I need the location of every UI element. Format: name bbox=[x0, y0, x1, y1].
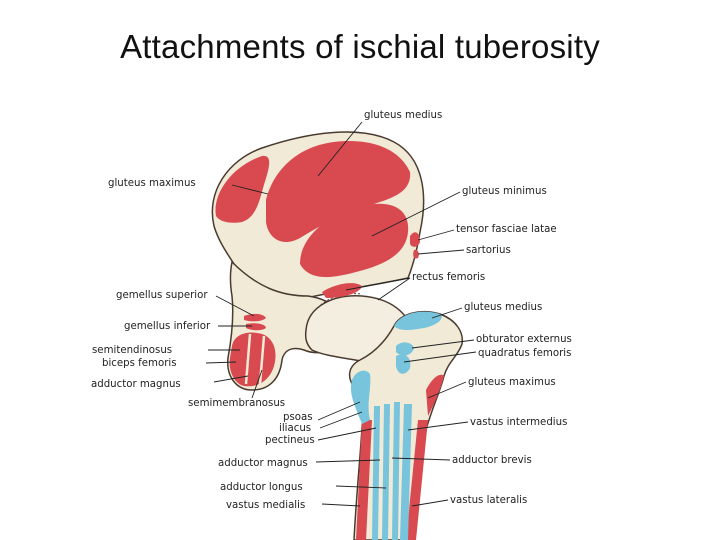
leader-vastus-medialis bbox=[321, 503, 361, 507]
gluteus-medius-insertion bbox=[394, 311, 442, 330]
label-quadratus-femoris: quadratus femoris bbox=[478, 348, 571, 359]
leader-gluteus-medius-2 bbox=[431, 307, 463, 319]
label-gluteus-medius-2: gluteus medius bbox=[464, 302, 542, 313]
muscle-insertions bbox=[350, 311, 442, 540]
gluteus-minimus-area bbox=[300, 203, 409, 278]
label-tensor-fasciae-latae: tensor fasciae latae bbox=[456, 224, 557, 235]
gemellus-superior-area bbox=[244, 313, 266, 322]
sartorius-area bbox=[413, 249, 419, 259]
label-vastus-intermedius: vastus intermedius bbox=[470, 417, 567, 428]
gluteus-maximus-area bbox=[215, 155, 270, 223]
vastus-intermedius-insertion bbox=[400, 404, 412, 540]
leader-gluteus-maximus-2 bbox=[427, 381, 467, 399]
label-psoas: psoas bbox=[283, 412, 313, 423]
leader-obturator-externus bbox=[411, 339, 475, 349]
labels-left: gluteus maximus gemellus superior gemell… bbox=[91, 178, 315, 511]
label-biceps-femoris: biceps femoris bbox=[102, 358, 177, 369]
label-pectineus: pectineus bbox=[265, 435, 315, 446]
hamstring-divider-2 bbox=[258, 335, 266, 385]
leader-rectus-femoris-b bbox=[377, 277, 411, 301]
leader-psoas bbox=[317, 401, 361, 421]
leader-iliacus bbox=[319, 411, 363, 429]
leader-pectineus bbox=[317, 427, 377, 441]
leader-semimembranosus bbox=[251, 369, 263, 399]
leader-tensor-fasciae-latae bbox=[417, 229, 455, 241]
leader-gluteus-medius bbox=[317, 121, 363, 177]
label-obturator-externus: obturator externus bbox=[476, 334, 572, 345]
gluteus-medius-area bbox=[266, 141, 411, 243]
label-adductor-magnus-2: adductor magnus bbox=[218, 458, 308, 469]
adductor-insertion-1 bbox=[372, 406, 380, 540]
label-gluteus-maximus: gluteus maximus bbox=[108, 178, 196, 189]
leader-quadratus-femoris bbox=[403, 351, 477, 363]
label-vastus-medialis: vastus medialis bbox=[226, 500, 305, 511]
quadratus-femoris-insertion bbox=[396, 354, 411, 374]
slide-title: Attachments of ischial tuberosity bbox=[120, 28, 600, 65]
leader-gemellus-superior bbox=[215, 295, 255, 317]
leader-adductor-longus bbox=[335, 485, 387, 489]
leader-adductor-brevis bbox=[391, 457, 451, 461]
leader-biceps-femoris bbox=[205, 361, 237, 364]
label-adductor-brevis: adductor brevis bbox=[452, 455, 532, 466]
leader-adductor-magnus-2 bbox=[315, 459, 381, 463]
gemellus-inferior-area bbox=[246, 323, 266, 331]
label-rectus-femoris: rectus femoris bbox=[412, 272, 485, 283]
muscle-origins bbox=[215, 141, 444, 540]
label-semitendinosus: semitendinosus bbox=[92, 345, 172, 356]
leader-adductor-magnus bbox=[213, 375, 249, 383]
adductor-insertion-2 bbox=[382, 404, 390, 540]
label-gluteus-minimus: gluteus minimus bbox=[462, 186, 547, 197]
leader-rectus-femoris-a bbox=[345, 277, 411, 291]
adductor-insertion-3 bbox=[392, 402, 400, 540]
leader-sartorius bbox=[417, 249, 465, 255]
iliopsoas-insertion bbox=[350, 370, 371, 424]
leader-gluteus-minimus bbox=[371, 191, 461, 237]
label-vastus-lateralis: vastus lateralis bbox=[450, 495, 527, 506]
label-gluteus-medius: gluteus medius bbox=[364, 110, 442, 121]
leader-lines bbox=[205, 121, 477, 507]
label-sartorius: sartorius bbox=[466, 245, 511, 256]
label-adductor-magnus: adductor magnus bbox=[91, 379, 181, 390]
hamstring-divider-1 bbox=[244, 333, 252, 385]
femur-shaft-muscle-right bbox=[406, 420, 428, 540]
tensor-fasciae-latae-area bbox=[410, 232, 420, 247]
obturator-externus-insertion bbox=[396, 342, 414, 356]
label-iliacus: iliacus bbox=[279, 423, 311, 434]
label-gluteus-maximus-2: gluteus maximus bbox=[468, 377, 556, 388]
femur-shaft-muscle-left bbox=[356, 420, 372, 540]
leader-vastus-intermedius bbox=[407, 421, 469, 431]
leader-vastus-lateralis bbox=[411, 499, 449, 507]
rectus-femoris-area bbox=[322, 283, 362, 298]
leader-gluteus-maximus bbox=[231, 184, 269, 195]
labels-right: gluteus medius gluteus minimus tensor fa… bbox=[364, 110, 572, 506]
label-gemellus-superior: gemellus superior bbox=[116, 290, 208, 301]
label-adductor-longus: adductor longus bbox=[220, 482, 303, 493]
label-gemellus-inferior: gemellus inferior bbox=[124, 321, 211, 332]
label-semimembranosus: semimembranosus bbox=[188, 398, 285, 409]
